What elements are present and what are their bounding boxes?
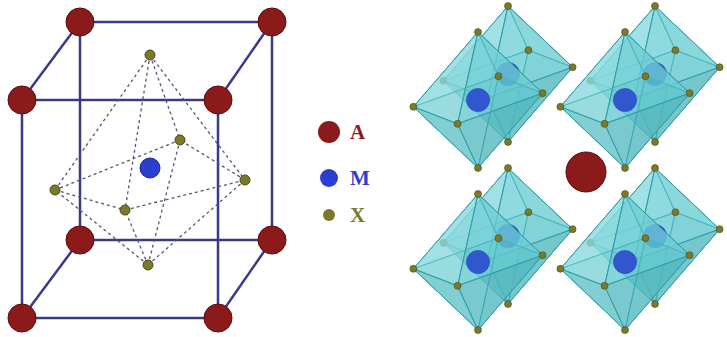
x-atom (652, 165, 659, 172)
x-atom (652, 139, 659, 146)
x-atom (175, 135, 185, 145)
x-atom (601, 282, 608, 289)
a-atom (258, 226, 286, 254)
x-atom (505, 139, 512, 146)
legend-entry: X (318, 201, 365, 229)
x-atom (454, 120, 461, 127)
x-atom (240, 175, 250, 185)
a-atom (566, 152, 606, 192)
m-atom (466, 250, 489, 273)
octahedron (557, 191, 693, 334)
x-atom (495, 73, 502, 80)
x-atom (475, 191, 482, 198)
legend-swatch (318, 121, 340, 143)
a-atom (258, 8, 286, 36)
octahedron-edges (55, 55, 245, 265)
x-atom (622, 191, 629, 198)
x-atom (569, 226, 576, 233)
x-atom (475, 327, 482, 334)
x-atom (642, 73, 649, 80)
legend-entry: M (318, 164, 370, 192)
x-atom (145, 50, 155, 60)
legend-label: M (350, 164, 370, 192)
legend-label: A (350, 118, 365, 146)
x-atom (505, 301, 512, 308)
m-atom (613, 250, 636, 273)
a-atom (66, 226, 94, 254)
octahedron (410, 191, 546, 334)
x-atom (475, 29, 482, 36)
x-atom (557, 103, 564, 110)
x-atom (686, 252, 693, 259)
cube-edges (22, 22, 272, 318)
x-atom (557, 265, 564, 272)
a-atom (204, 86, 232, 114)
x-atom (601, 120, 608, 127)
m-atom (613, 88, 636, 111)
m-atom (613, 250, 636, 273)
x-atom (622, 29, 629, 36)
m-atom (466, 88, 489, 111)
x-atom (652, 3, 659, 10)
x-atom (525, 209, 532, 216)
m-atom (466, 88, 489, 111)
x-atom (525, 47, 532, 54)
x-atom (622, 327, 629, 334)
m-atom (140, 158, 160, 178)
x-atom (569, 64, 576, 71)
legend-swatch (323, 209, 335, 221)
legend-entry: A (318, 118, 365, 146)
x-atom (50, 185, 60, 195)
x-atom (686, 90, 693, 97)
x-atom (505, 165, 512, 172)
legend-label: X (350, 201, 365, 229)
x-atom (120, 205, 130, 215)
x-atom (454, 282, 461, 289)
x-atom (652, 301, 659, 308)
a-atom (8, 86, 36, 114)
x-atom (410, 265, 417, 272)
octahedron (410, 29, 546, 172)
x-atom (475, 165, 482, 172)
x-atom (539, 252, 546, 259)
m-atom (613, 88, 636, 111)
octahedron (557, 29, 693, 172)
x-atom (672, 47, 679, 54)
x-atom (539, 90, 546, 97)
x-atom (642, 235, 649, 242)
x-atom (143, 260, 153, 270)
x-atom (672, 209, 679, 216)
a-atom (204, 304, 232, 332)
x-atom (716, 64, 723, 71)
x-atom (410, 103, 417, 110)
x-atom (495, 235, 502, 242)
x-atom (716, 226, 723, 233)
x-atom (505, 3, 512, 10)
legend-swatch (320, 169, 338, 187)
m-atom (466, 250, 489, 273)
x-atom (622, 165, 629, 172)
a-atom (66, 8, 94, 36)
a-atom (8, 304, 36, 332)
